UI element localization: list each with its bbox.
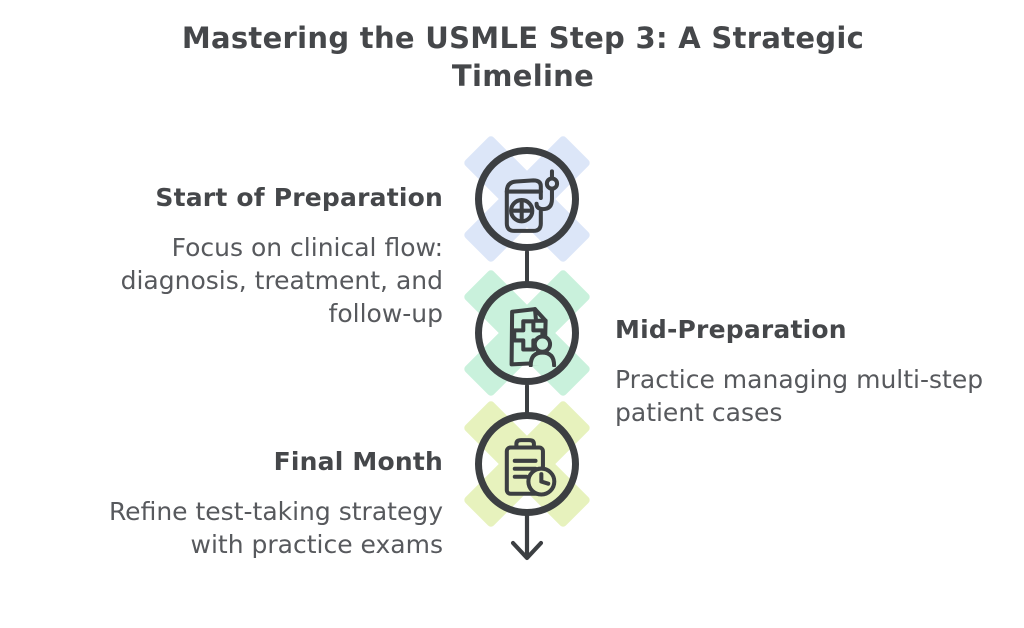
timeline-connector: [525, 250, 529, 283]
milestone-description: Focus on clinical flow: diagnosis, treat…: [120, 233, 443, 328]
timeline-node-final: [452, 389, 602, 539]
milestone-heading: Mid-Preparation: [615, 315, 847, 344]
milestone-heading: Start of Preparation: [155, 183, 443, 212]
timeline-node-mid: [452, 258, 602, 408]
milestone-description: Refine test-taking strategy with practic…: [108, 497, 443, 559]
timeline-connector: [525, 384, 529, 414]
timeline-circle: [475, 147, 579, 251]
milestone-heading: Final Month: [273, 447, 443, 476]
milestone-start-of-preparation: Start of Preparation Focus on clinical f…: [93, 183, 443, 330]
timeline-node-start: [452, 124, 602, 274]
medical-book-stethoscope-icon: [504, 169, 560, 233]
page-title: Mastering the USMLE Step 3: A Strategic …: [181, 21, 865, 93]
patient-document-person-icon: [509, 307, 557, 367]
milestone-description: Practice managing multi-step patient cas…: [615, 365, 984, 427]
timeline-arrow-icon: [510, 512, 544, 561]
timeline-circle: [475, 412, 579, 516]
milestone-final-month: Final Month Refine test-taking strategy …: [63, 447, 443, 561]
clipboard-clock-icon: [504, 438, 557, 497]
timeline-circle: [475, 281, 579, 385]
milestone-mid-preparation: Mid-Preparation Practice managing multi-…: [615, 315, 1015, 429]
